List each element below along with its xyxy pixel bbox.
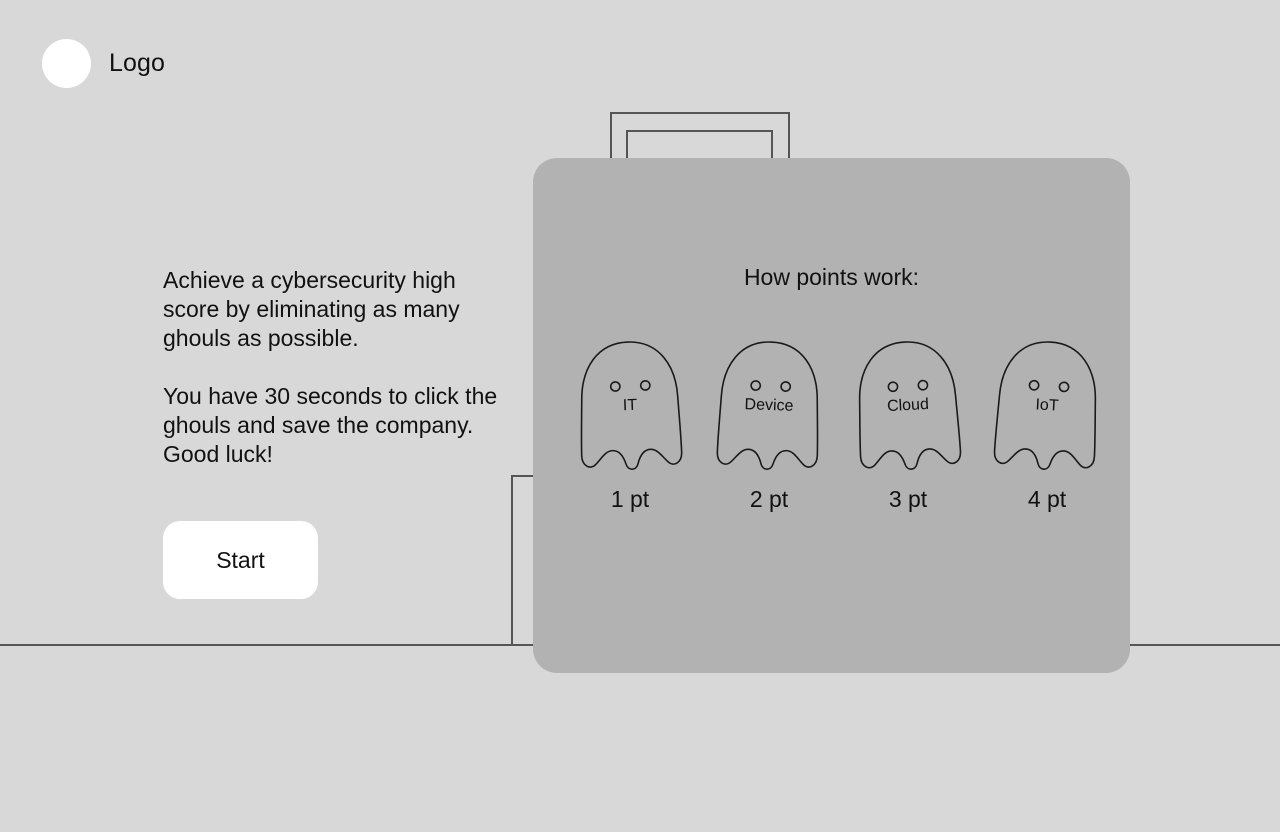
ghost-icon <box>993 341 1097 470</box>
logo-circle-icon <box>42 39 91 88</box>
ghost-legend-item[interactable]: Device 2 pt <box>710 336 828 511</box>
ghost-points-label: 4 pt <box>1027 486 1067 512</box>
ghost-icon <box>580 341 683 471</box>
ghost-points-label: 3 pt <box>888 486 928 512</box>
intro-copy: Achieve a cybersecurity high score by el… <box>163 266 515 469</box>
ghost-figure: IoT <box>984 333 1109 479</box>
logo-label: Logo <box>109 49 166 77</box>
intro-paragraph-2: You have 30 seconds to click the ghouls … <box>163 383 498 467</box>
ghost-icon <box>858 341 962 470</box>
ghost-figure: Device <box>708 334 831 478</box>
ghost-figure: Cloud <box>845 333 970 479</box>
header-bar: Logo <box>42 39 165 88</box>
start-button[interactable]: Start <box>163 521 318 599</box>
modal-title: How points work: <box>743 264 920 290</box>
ghost-legend-item[interactable]: IT 1 pt <box>571 336 689 511</box>
ghost-points-label: 1 pt <box>610 486 650 512</box>
intro-paragraph-1: Achieve a cybersecurity high score by el… <box>163 267 460 351</box>
ghost-figure: IT <box>569 334 692 478</box>
ghost-points-label: 2 pt <box>749 486 789 512</box>
ghost-icon <box>716 341 819 471</box>
